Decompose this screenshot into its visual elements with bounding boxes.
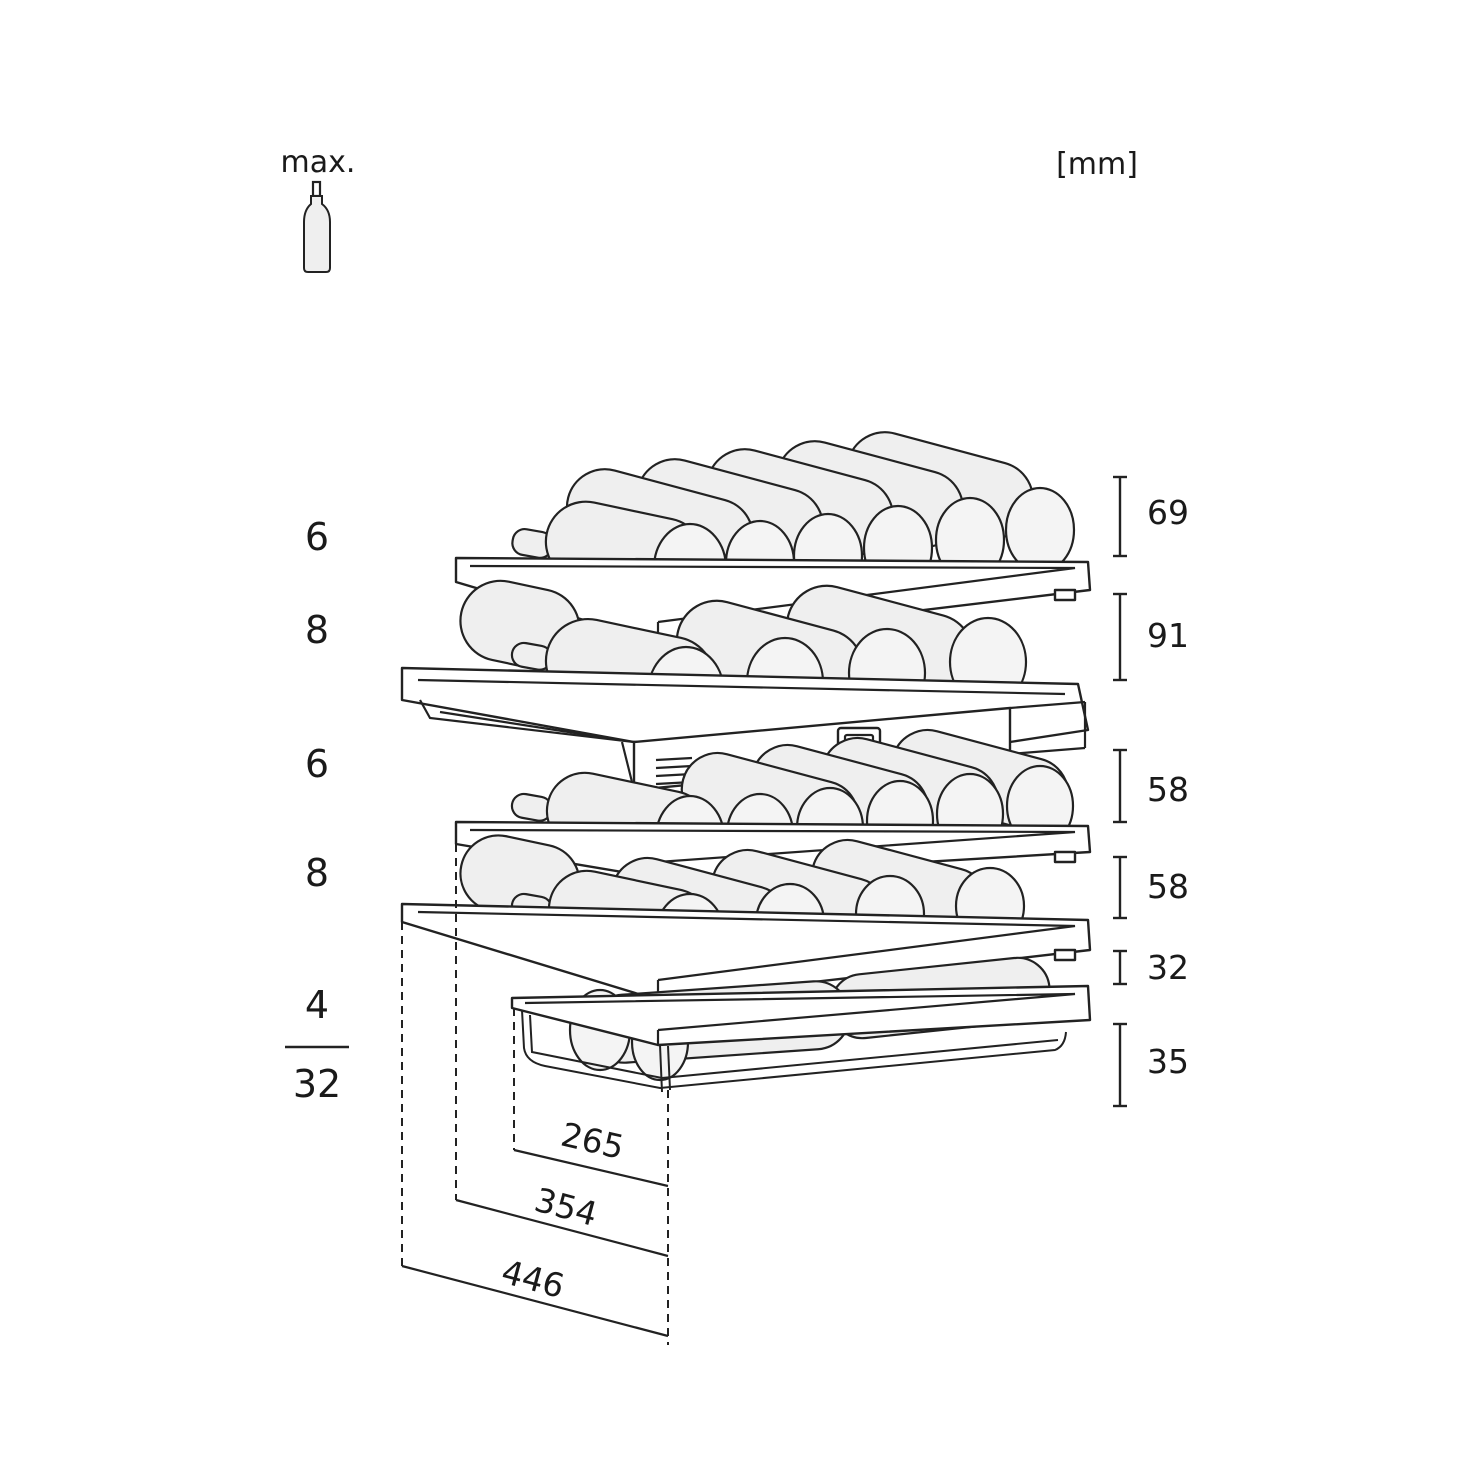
unit-label: [mm] (1056, 147, 1138, 182)
depth-dimensions (401, 844, 669, 1345)
shelf-1-bottle-count: 6 (305, 515, 329, 559)
depth-446: 446 (498, 1252, 569, 1306)
max-label: max. (281, 145, 356, 180)
shelf-2-bottle-count: 8 (305, 608, 329, 652)
height-markers (1113, 475, 1127, 1108)
shelf-1 (454, 431, 1092, 644)
shelf-2-height: 91 (1147, 616, 1189, 655)
wine-bottle-icon (303, 180, 331, 273)
shelf-3-height: 58 (1147, 770, 1189, 809)
shelf-1-height: 69 (1147, 493, 1189, 532)
shelf-4 (400, 834, 1092, 1002)
shelf-6-height: 35 (1147, 1042, 1189, 1081)
shelf-5 (510, 956, 1092, 1093)
shelf-3-bottle-count: 6 (305, 742, 329, 786)
shelf-5-bottle-count: 4 (305, 983, 329, 1027)
shelf-4-bottle-count: 8 (305, 851, 329, 895)
depth-265: 265 (558, 1115, 628, 1167)
shelf-5-height: 32 (1147, 948, 1189, 987)
shelf-4-height: 58 (1147, 867, 1189, 906)
shelf-1-bottles (511, 431, 1076, 614)
total-bottle-count: 32 (293, 1062, 341, 1106)
depth-354: 354 (531, 1180, 602, 1234)
